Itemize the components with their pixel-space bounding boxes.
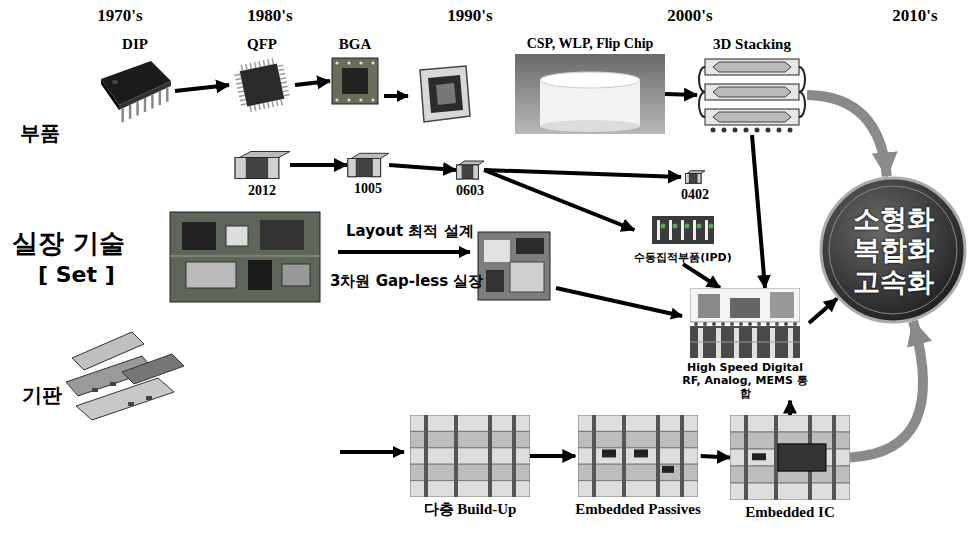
decade-label: 2000's <box>667 6 712 26</box>
passive-chip <box>685 170 705 184</box>
node-label: High Speed Digital RF, Analog, MEMS 통합 <box>681 361 809 401</box>
flow-arrow <box>530 454 575 458</box>
node-label: 2012 <box>248 183 276 200</box>
set-board-photo <box>170 212 320 302</box>
set-module-photo <box>478 232 550 300</box>
flow-arrow <box>665 94 697 95</box>
flow-arrow <box>290 163 347 167</box>
package-node: QFP <box>229 36 295 115</box>
row-label: 실장 기술 <box>12 226 125 261</box>
node-picture <box>234 150 290 180</box>
integrated-module <box>690 288 800 358</box>
node-label: CSP, WLP, Flip Chip <box>527 36 654 52</box>
node-picture <box>410 415 530 497</box>
curved-arrow <box>850 321 923 457</box>
dip-chip <box>95 55 175 127</box>
ipd-node: 수동집적부품(IPD) <box>634 212 731 264</box>
decade-label: 1980's <box>247 6 292 26</box>
node-label: 수동집적부품(IPD) <box>634 251 731 264</box>
decade-label: 1990's <box>447 6 492 26</box>
passive-node: 0402 <box>681 170 709 204</box>
node-picture <box>690 288 800 358</box>
node-label: 0402 <box>681 187 709 204</box>
passive-node: 1005 <box>347 152 389 198</box>
flow-arrow <box>788 401 792 415</box>
substrate-cross-section <box>730 415 850 500</box>
node-label: 1005 <box>354 181 382 198</box>
flow-arrow <box>809 299 837 323</box>
decade-label: 1970's <box>97 6 142 26</box>
substrate-node: 다층 Build-Up <box>410 415 530 518</box>
flow-arrow <box>295 81 330 85</box>
node-label: BGA <box>339 36 372 53</box>
node-label: 다층 Build-Up <box>424 500 517 518</box>
passive-chip <box>234 150 290 180</box>
qfp-chip <box>229 55 295 115</box>
goal-circle: 소형화 복합화 고속화 <box>818 175 968 325</box>
package-node: CSP, WLP, Flip Chip <box>515 36 665 134</box>
passive-chip <box>456 160 484 180</box>
node-label: DIP <box>122 36 148 53</box>
node-picture <box>685 170 705 184</box>
csp-photo <box>515 54 665 134</box>
flow-arrow <box>484 170 634 230</box>
step-label: 3차원 Gap-less 실장 <box>330 272 483 291</box>
node-label: Embedded Passives <box>575 500 700 518</box>
row-label: 부품 <box>20 120 60 147</box>
node-picture <box>95 55 175 127</box>
passive-chip <box>347 152 389 178</box>
flow-arrow <box>683 264 720 288</box>
step-label: Layout 최적 설계 <box>346 222 474 241</box>
node-label: Embedded IC <box>745 503 835 521</box>
decade-label: 2010's <box>892 6 937 26</box>
node-label: 소형화 복합화 고속화 <box>850 203 936 296</box>
flow-arrow <box>484 170 681 177</box>
bga-chip <box>330 55 380 107</box>
passive-node: 2012 <box>234 150 290 200</box>
curved-arrow <box>807 95 887 176</box>
node-picture <box>515 54 665 134</box>
node-label: QFP <box>247 36 277 53</box>
package-node: DIP <box>95 36 175 127</box>
substrate-cross-section <box>410 415 530 497</box>
row-label: [ Set ] <box>38 262 115 287</box>
substrate-node: Embedded Passives <box>575 415 700 518</box>
ipd-photo <box>652 212 714 248</box>
bga-package-photo <box>420 66 470 122</box>
flow-arrow <box>389 165 456 170</box>
package-node: BGA <box>330 36 380 107</box>
module-node: High Speed Digital RF, Analog, MEMS 통합 <box>681 288 809 401</box>
row-label: 기판 <box>22 382 62 409</box>
flow-arrow <box>175 85 229 91</box>
node-picture <box>652 212 714 248</box>
node-picture <box>330 55 380 107</box>
node-picture <box>730 415 850 500</box>
stacked-package <box>697 55 807 135</box>
node-picture <box>578 415 698 497</box>
node-label: 3D Stacking <box>713 36 791 53</box>
flow-arrow <box>701 456 730 458</box>
flow-arrow <box>752 135 765 288</box>
node-picture <box>347 152 389 178</box>
substrate-node: Embedded IC <box>730 415 850 521</box>
node-label: 0603 <box>456 183 484 200</box>
substrate-photo <box>66 332 184 420</box>
node-picture <box>697 55 807 135</box>
passive-node: 0603 <box>456 160 484 200</box>
package-node: 3D Stacking <box>697 36 807 135</box>
node-picture <box>456 160 484 180</box>
substrate-cross-section <box>578 415 698 497</box>
node-picture <box>229 55 295 115</box>
